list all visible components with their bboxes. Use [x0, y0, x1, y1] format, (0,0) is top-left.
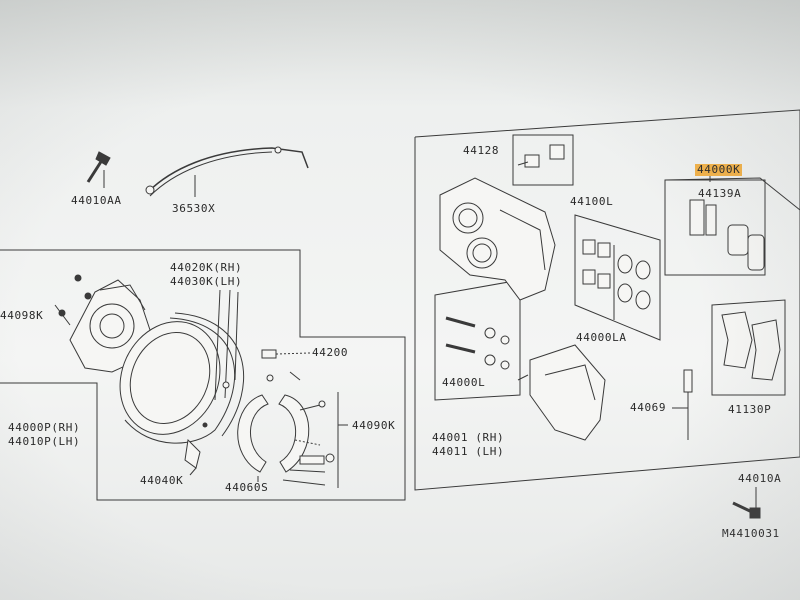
pistons-44100L: [582, 239, 651, 320]
label-44098K: 44098K: [0, 309, 44, 322]
label-44090K: 44090K: [352, 419, 396, 432]
label-44000LA: 44000LA: [576, 331, 627, 344]
pins-44128: [517, 144, 565, 168]
label-44200: 44200: [312, 346, 349, 359]
brake-rotor: [119, 312, 244, 444]
bleeder-44069: [672, 369, 693, 440]
label-44000L: 44000L: [442, 376, 486, 389]
label-44100L: 44100L: [570, 195, 614, 208]
label-44011: 44011 (LH): [432, 445, 505, 458]
label-41130P: 41130P: [728, 403, 772, 416]
label-36530X: 36530X: [172, 202, 216, 215]
pad-kit-frame-slant: [664, 177, 800, 211]
caliper-frame: [414, 109, 800, 491]
label-44128: 44128: [463, 144, 500, 157]
caliper-body: [439, 177, 556, 301]
bolt-44010A: [732, 487, 761, 519]
brake-shoes-44060S: [237, 394, 310, 482]
label-44060S: 44060S: [225, 481, 269, 494]
caliper-bracket: [517, 344, 606, 441]
pad-set-frame: [574, 214, 661, 341]
seal-kit-44000L: [445, 316, 510, 370]
label-44000P: 44000P(RH): [8, 421, 81, 434]
bolt-44010AA: [86, 151, 111, 188]
cable-36530X: [145, 146, 309, 197]
spring-rods: [214, 289, 239, 401]
shims-41130P: [721, 311, 781, 381]
pad-kit-frame: [664, 179, 766, 276]
rear-brake-frame: [0, 249, 406, 501]
label-44020K: 44020K(RH): [170, 261, 243, 274]
part-44040K: [184, 422, 208, 476]
shim-kit-frame: [711, 299, 786, 396]
hardware-44090K: [266, 371, 348, 488]
seal-kit-frame: [434, 279, 521, 401]
backing-plate-44020K: [54, 274, 151, 373]
label-44001: 44001 (RH): [432, 431, 505, 444]
label-44139A: 44139A: [698, 187, 742, 200]
label-44030K: 44030K(LH): [170, 275, 243, 288]
label-44000K-highlighted: 44000K: [695, 163, 743, 176]
label-44010P: 44010P(LH): [8, 435, 81, 448]
part-44200: [261, 349, 311, 359]
pad-kit-44000K: [689, 172, 765, 271]
label-44040K: 44040K: [140, 474, 184, 487]
label-M4410031: M4410031: [722, 527, 780, 540]
label-44010A: 44010A: [738, 472, 782, 485]
label-44010AA: 44010AA: [71, 194, 122, 207]
pin-kit-frame: [512, 134, 574, 186]
label-44069: 44069: [630, 401, 667, 414]
